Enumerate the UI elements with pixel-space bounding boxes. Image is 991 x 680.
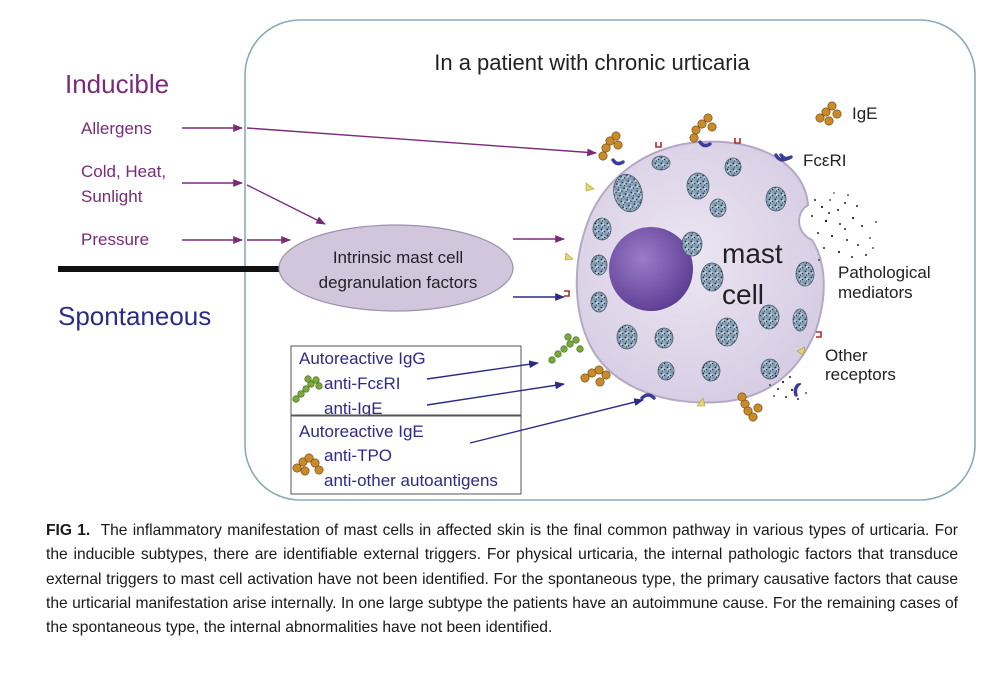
ige-legend-label: IgE	[852, 104, 878, 123]
mediators-label: mediators	[838, 283, 913, 302]
receptors-label: receptors	[825, 365, 896, 384]
mediators-burst	[811, 192, 877, 261]
anti-tpo-label: anti-TPO	[324, 446, 392, 465]
trigger-allergens: Allergens	[81, 119, 152, 138]
igg-bound	[548, 333, 584, 364]
diagram-title: In a patient with chronic urticaria	[434, 50, 750, 75]
granules	[590, 155, 815, 382]
ige-bound	[580, 113, 763, 422]
mast-cell-nucleus	[609, 227, 693, 311]
arrow-autoreactive-ige	[469, 398, 644, 444]
ige-legend-icon	[815, 101, 842, 126]
anti-fceri-label: anti-FcεRI	[324, 374, 401, 393]
pathological-label: Pathological	[838, 263, 931, 282]
anti-ige-label: anti-IgE	[324, 399, 383, 418]
spontaneous-label: Spontaneous	[58, 301, 211, 331]
anti-other-label: anti-other autoantigens	[324, 471, 498, 490]
caption-label: FIG 1.	[46, 522, 91, 539]
fceri-legend-label: FcεRI	[803, 151, 846, 170]
figure-caption: FIG 1. The inflammatory manifestation of…	[46, 519, 958, 640]
arrow-anti-fceri	[426, 360, 539, 380]
caption-text: The inflammatory manifestation of mast c…	[46, 522, 959, 637]
intrinsic-factors-ellipse	[278, 224, 514, 312]
mast-label: mast	[722, 238, 783, 269]
urticaria-diagram: In a patient with chronic urticaria Indu…	[58, 19, 976, 501]
trigger-pressure: Pressure	[81, 230, 149, 249]
cell-label: cell	[722, 279, 764, 310]
fceri-legend-icon	[774, 153, 790, 162]
other-label: Other	[825, 346, 868, 365]
ige-icon-box	[292, 453, 324, 476]
trigger-cold-heat: Cold, Heat,	[81, 162, 166, 181]
igg-icon-box	[292, 375, 323, 403]
intrinsic-line-2: degranulation factors	[319, 273, 478, 292]
trigger-sunlight: Sunlight	[81, 187, 143, 206]
other-receptors-shapes	[564, 182, 806, 407]
autoreactive-igg-box	[290, 345, 522, 416]
autoreactive-igg-title: Autoreactive IgG	[299, 349, 426, 368]
small-receptors	[564, 138, 822, 338]
intrinsic-line-1: Intrinsic mast cell	[333, 248, 463, 267]
inducible-label: Inducible	[65, 69, 169, 99]
arrow-allergens-b	[246, 127, 597, 157]
mediators-burst-lower	[769, 375, 807, 400]
autoreactive-ige-box	[290, 415, 522, 495]
arrow-anti-ige	[426, 381, 565, 406]
arrow-cold-b	[246, 184, 326, 225]
autoreactive-ige-title: Autoreactive IgE	[299, 422, 424, 441]
patient-frame	[244, 19, 976, 501]
